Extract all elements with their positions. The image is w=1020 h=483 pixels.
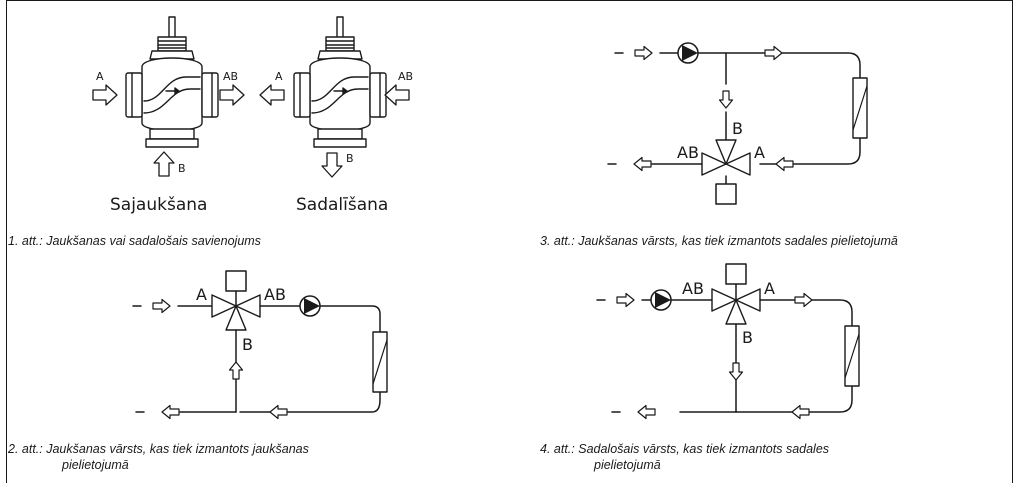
fig3-label-b: B [732, 119, 743, 138]
caption-text: Jaukšanas vai sadalošais savienojums [46, 234, 261, 248]
flow-arrow-ab-left [259, 84, 285, 106]
fig2-label-ab: AB [264, 285, 286, 304]
caption-text-line1: Sadalošais vārsts, kas tiek izmantots sa… [578, 442, 830, 456]
fig4-label-a: A [764, 279, 775, 298]
fig2-label-a: A [196, 285, 207, 304]
fig3-label-a: A [754, 143, 765, 162]
figure-frame [6, 0, 1013, 483]
pump-icon [677, 42, 699, 64]
fig4-label-ab: AB [682, 279, 704, 298]
valve1-port-a: A [96, 70, 104, 83]
flow-arrow-out [637, 404, 656, 420]
figure2-circuit: A AB B [132, 270, 388, 420]
flow-arrow-a-right [384, 84, 410, 106]
caption-text-line1: Jaukšanas vārsts, kas tiek izmantots jau… [46, 442, 309, 456]
flow-arrow-down [728, 362, 744, 381]
caption-text-line2: pielietojumā [594, 458, 661, 472]
figure4-circuit: AB A B [596, 263, 860, 420]
fig4-label-b: B [742, 328, 753, 347]
caption-text-line2: pielietojumā [62, 458, 129, 472]
flow-arrow-ab-out [219, 84, 245, 106]
fig3-label-ab: AB [677, 143, 699, 162]
caption-number: 2. att.: [8, 442, 43, 456]
heat-exchanger-icon [852, 77, 868, 139]
caption-figure-3: 3. att.: Jaukšanas vārsts, kas tiek izma… [540, 233, 898, 249]
valve1-name: Sajaukšana [110, 195, 207, 215]
valve2-port-a: A [275, 70, 283, 83]
flow-arrow [152, 298, 171, 314]
flow-arrow-out [633, 156, 652, 172]
caption-number: 1. att.: [8, 234, 43, 248]
fig2-label-b: B [242, 335, 253, 354]
valve2-port-ab: AB [398, 70, 413, 83]
pump-icon [650, 289, 672, 311]
caption-figure-4: 4. att.: Sadalošais vārsts, kas tiek izm… [540, 441, 1000, 473]
flow-arrow [616, 292, 635, 308]
flow-arrow [794, 292, 813, 308]
caption-figure-1: 1. att.: Jaukšanas vai sadalošais savien… [8, 233, 261, 249]
flow-arrow [634, 45, 653, 61]
flow-arrow [764, 45, 783, 61]
heat-exchanger-icon [372, 331, 388, 393]
valve1-port-ab: AB [223, 70, 238, 83]
flow-arrow-return [791, 404, 810, 420]
figure2-diverting-valve: A AB B Sadalīšana [259, 16, 413, 215]
caption-number: 3. att.: [540, 234, 575, 248]
valve2-name: Sadalīšana [296, 195, 388, 215]
flow-arrow-out [161, 404, 180, 420]
flow-arrow-up [228, 361, 244, 380]
flow-arrow-return [269, 404, 288, 420]
flow-arrow-b-out [321, 152, 343, 178]
flow-arrow-a-in [92, 84, 118, 106]
figure3-circuit: AB A B [607, 42, 868, 205]
flow-arrow-return [775, 156, 794, 172]
valve2-port-b: B [346, 152, 354, 165]
figure1-mixing-valve: A AB B Sajaukšana [92, 16, 245, 215]
caption-figure-2: 2. att.: Jaukšanas vārsts, kas tiek izma… [8, 441, 488, 473]
heat-exchanger-icon [844, 325, 860, 387]
caption-text: Jaukšanas vārsts, kas tiek izmantots sad… [578, 234, 898, 248]
flow-arrow-b-in [153, 151, 175, 177]
valve1-port-b: B [178, 162, 186, 175]
pump-icon [299, 295, 321, 317]
flow-arrow-down [718, 90, 734, 109]
caption-number: 4. att.: [540, 442, 575, 456]
